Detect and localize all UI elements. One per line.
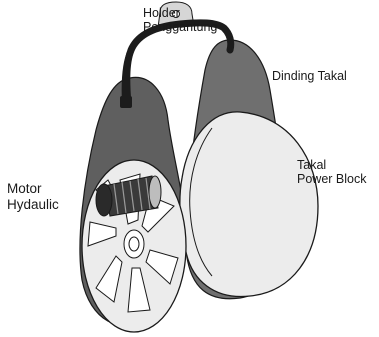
holder-arm-end [120, 96, 132, 108]
label-takal-line2: Power Block [297, 172, 366, 186]
label-dinding-takal: Dinding Takal [272, 69, 347, 83]
takal-disc [180, 112, 318, 297]
label-motor-line2: Hydaulic [7, 197, 59, 213]
motor-front [96, 184, 112, 216]
label-holder-line2: Penggantung [143, 20, 217, 34]
label-holder-line1: Holder [143, 6, 217, 20]
motor-back [149, 176, 161, 208]
label-takal-line1: Takal [297, 158, 366, 172]
label-takal-power-block: Takal Power Block [297, 158, 366, 187]
label-holder-penggantung: Holder Penggantung [143, 6, 217, 35]
label-motor-line1: Motor [7, 181, 59, 197]
label-motor-hydaulic: Motor Hydaulic [7, 181, 59, 212]
hub-inner [129, 237, 139, 251]
